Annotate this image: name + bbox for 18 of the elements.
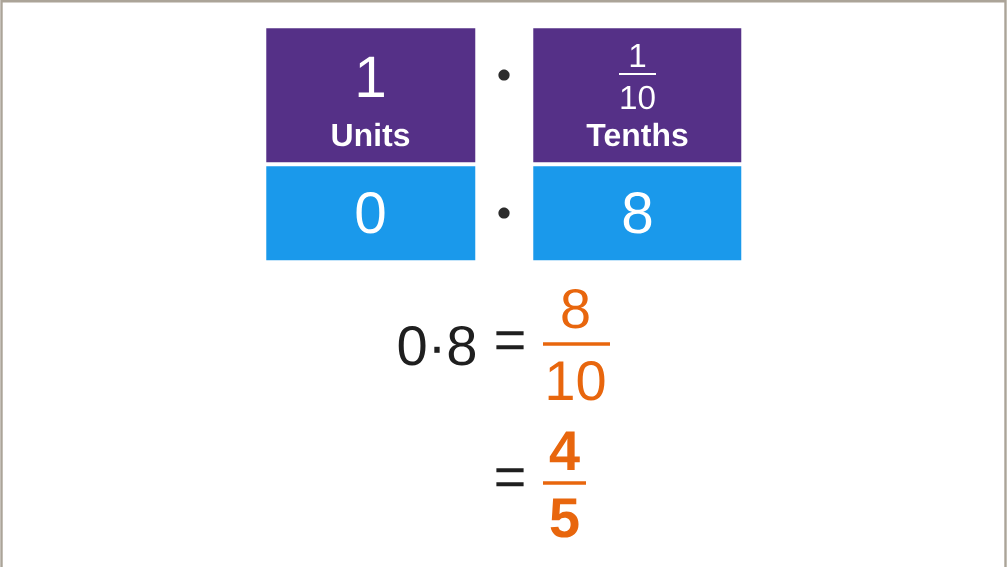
numerator: 4 bbox=[549, 431, 580, 470]
place-value-box bbox=[266, 166, 476, 261]
denominator: 10 bbox=[621, 85, 655, 110]
place-value-box bbox=[533, 166, 742, 261]
digit: 0 bbox=[356, 192, 385, 234]
denominator: 10 bbox=[548, 360, 605, 401]
digit: 1 bbox=[358, 56, 384, 97]
decimal-number: 0·8 bbox=[398, 325, 476, 366]
digit: 8 bbox=[623, 192, 652, 234]
numerator: 8 bbox=[562, 288, 589, 329]
place-value-box bbox=[266, 28, 476, 163]
place-value-box bbox=[533, 28, 742, 163]
equals-sign: = bbox=[496, 331, 524, 350]
column-heading: Units bbox=[332, 122, 410, 147]
equals-sign: = bbox=[496, 468, 524, 487]
denominator: 5 bbox=[550, 498, 579, 538]
numerator: 1 bbox=[630, 44, 646, 67]
column-heading: Tenths bbox=[586, 122, 688, 147]
